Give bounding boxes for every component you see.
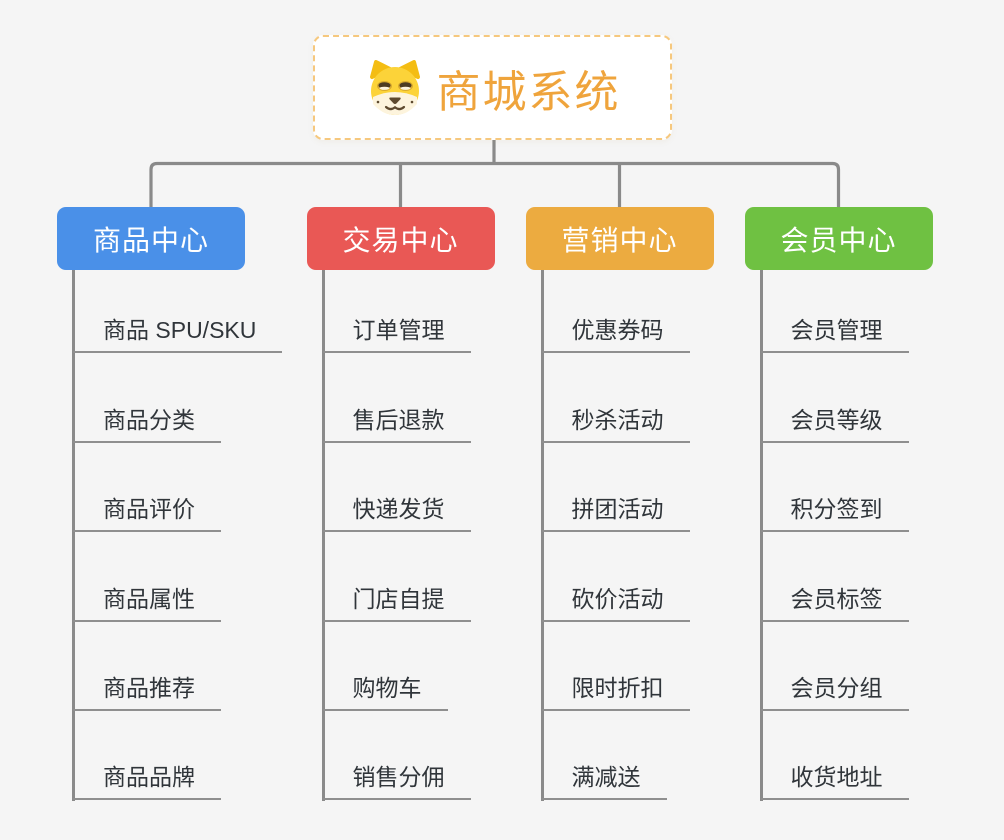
branch-trunk-line (759, 270, 763, 801)
child-row: 订单管理 (322, 264, 471, 354)
child-row: 商品 SPU/SKU (73, 264, 283, 354)
branch-trunk-line (540, 270, 544, 801)
child-row: 满减送 (541, 711, 690, 801)
child-row: 售后退款 (322, 353, 471, 443)
branch-column-product-center: 商品中心 商品 SPU/SKU 商品分类商品评价商品属性商品推荐商品品牌 (57, 207, 283, 801)
branch-column-trade-center: 交易中心 订单管理售后退款快递发货门店自提购物车销售分佣 (306, 207, 495, 801)
child-row: 限时折扣 (541, 622, 690, 711)
child-row: 会员标签 (760, 532, 909, 622)
child-node[interactable]: 秒杀活动 (541, 401, 690, 443)
child-row: 优惠券码 (541, 264, 690, 354)
branch-header-trade-center[interactable]: 交易中心 (306, 207, 495, 270)
child-row: 商品分类 (73, 353, 282, 443)
child-node[interactable]: 快递发货 (322, 490, 471, 533)
child-row: 秒杀活动 (541, 353, 690, 443)
branch-column-marketing-center: 营销中心 优惠券码秒杀活动拼团活动砍价活动限时折扣满减送 (525, 207, 714, 801)
child-node[interactable]: 商品 SPU/SKU (73, 311, 283, 354)
child-node[interactable]: 商品品牌 (73, 758, 221, 801)
child-row: 商品评价 (73, 443, 282, 533)
child-row: 商品品牌 (73, 711, 282, 801)
child-row: 销售分佣 (322, 711, 471, 801)
branch-children-marketing-center: 优惠券码秒杀活动拼团活动砍价活动限时折扣满减送 (541, 264, 690, 801)
child-node[interactable]: 会员管理 (760, 311, 909, 354)
child-row: 商品推荐 (73, 622, 282, 711)
child-node[interactable]: 砍价活动 (541, 580, 690, 622)
child-node[interactable]: 会员标签 (760, 580, 909, 622)
child-node[interactable]: 满减送 (541, 758, 667, 801)
root-node[interactable]: 商城系统 (313, 35, 672, 140)
child-node[interactable]: 积分签到 (760, 490, 909, 533)
branch-header-marketing-center[interactable]: 营销中心 (525, 207, 714, 270)
child-node[interactable]: 收货地址 (760, 758, 909, 801)
branch-trunk-line (321, 270, 325, 801)
child-row: 会员等级 (760, 353, 909, 443)
branch-children-product-center: 商品 SPU/SKU 商品分类商品评价商品属性商品推荐商品品牌 (73, 264, 283, 801)
child-row: 积分签到 (760, 443, 909, 533)
child-node[interactable]: 会员等级 (760, 401, 909, 443)
child-row: 购物车 (322, 622, 471, 711)
branch-trunk-line (72, 270, 75, 801)
child-node[interactable]: 商品推荐 (73, 669, 221, 711)
child-row: 会员管理 (760, 264, 909, 354)
child-node[interactable]: 优惠券码 (541, 311, 690, 354)
child-node[interactable]: 门店自提 (322, 580, 471, 622)
child-node[interactable]: 会员分组 (760, 669, 909, 711)
child-node[interactable]: 订单管理 (322, 311, 471, 354)
child-node[interactable]: 拼团活动 (541, 490, 690, 533)
branch-children-trade-center: 订单管理售后退款快递发货门店自提购物车销售分佣 (322, 264, 471, 801)
branch-header-member-center[interactable]: 会员中心 (744, 207, 933, 270)
branch-header-product-center[interactable]: 商品中心 (57, 207, 245, 270)
branch-children-member-center: 会员管理会员等级积分签到会员标签会员分组收货地址 (760, 264, 909, 801)
child-row: 商品属性 (73, 532, 282, 622)
shiba-dog-icon (369, 59, 420, 115)
child-row: 会员分组 (760, 622, 909, 711)
child-node[interactable]: 销售分佣 (322, 758, 471, 801)
child-row: 门店自提 (322, 532, 471, 622)
branch-column-member-center: 会员中心 会员管理会员等级积分签到会员标签会员分组收货地址 (744, 207, 933, 801)
child-node[interactable]: 售后退款 (322, 401, 471, 443)
child-row: 拼团活动 (541, 443, 690, 533)
child-node[interactable]: 商品属性 (73, 580, 221, 622)
root-title: 商城系统 (436, 67, 621, 117)
child-row: 收货地址 (760, 711, 909, 801)
child-node[interactable]: 限时折扣 (541, 669, 690, 711)
child-node[interactable]: 商品评价 (73, 490, 221, 533)
child-row: 快递发货 (322, 443, 471, 533)
child-row: 砍价活动 (541, 532, 690, 622)
child-node[interactable]: 购物车 (322, 669, 448, 711)
child-node[interactable]: 商品分类 (73, 401, 221, 443)
